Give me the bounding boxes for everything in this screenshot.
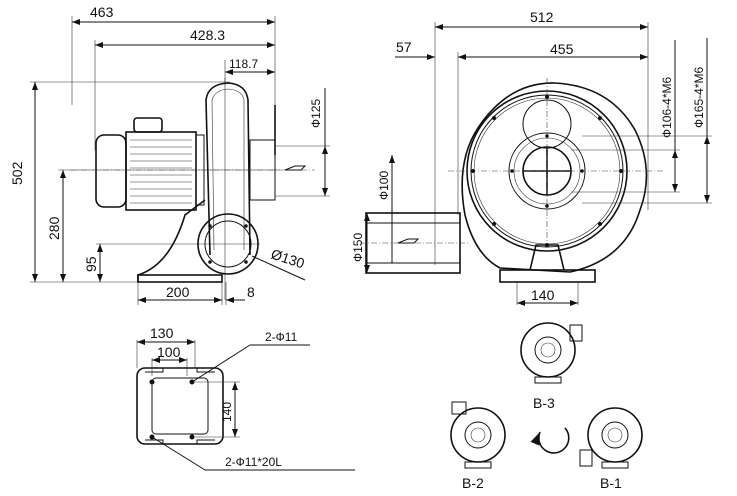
dim-overall-length: 463 [90,4,114,20]
slot-callout: 2-Ф11*20L [225,455,282,469]
front-view: 512 57 455 [351,9,712,306]
dim-bolt-circle-small: Ф106-4*M6 [660,77,674,138]
dim-outlet-offset: 118.7 [229,57,258,71]
dim-overall-width: 512 [530,9,554,25]
pedestal [529,244,565,271]
orientation-label-b3: B-3 [533,395,555,411]
side-view: 463 428.3 118.7 502 280 95 200 8 [9,4,330,305]
dim-outlet-inner-dia: Ф100 [377,171,391,200]
dim-outlet-flange-dia: Ф150 [351,233,365,262]
airflow-arrow-icon [284,165,307,171]
dim-base-width-inner: 100 [157,344,181,360]
hole-callout: 2-Ф11 [265,330,298,344]
orientation-b3: B-3 [520,322,583,411]
dim-base-depth: 140 [220,402,234,422]
dim-housing-width: 455 [550,41,574,57]
orientation-label-b2: B-2 [462,475,484,491]
airflow-arrow-icon [397,238,420,244]
orientation-b2: B-2 [450,401,506,491]
dim-shaft-height: 280 [46,216,62,240]
orientation-label-b1: B-1 [600,475,622,491]
dim-height: 502 [9,161,25,185]
dim-base-width-outer: 130 [150,325,174,341]
outlet-pipe [360,212,470,274]
dim-front-outlet-offset: 57 [396,39,412,55]
dim-inlet-height: 95 [83,256,99,272]
inlet-flange [197,213,259,275]
dim-base-width: 140 [531,287,555,303]
dim-bolt-circle-large: Ф165-4*M6 [692,67,706,128]
volute-housing [448,78,665,273]
motor [95,117,205,211]
dim-length-to-motor: 428.3 [190,27,225,43]
dim-inlet-dia: Ø130 [269,246,307,272]
rotation-arrow-icon [530,427,570,454]
base-plan-view: 130 100 2-Ф11 140 2-Ф11*20L [136,325,355,471]
support-bracket [137,199,206,282]
fan-housing [70,78,315,300]
orientation-b1: B-1 [579,407,643,491]
dim-foot-offset: 8 [247,284,255,300]
dim-outlet-dia: Ф125 [309,99,323,128]
dim-foot-span: 200 [166,284,190,300]
